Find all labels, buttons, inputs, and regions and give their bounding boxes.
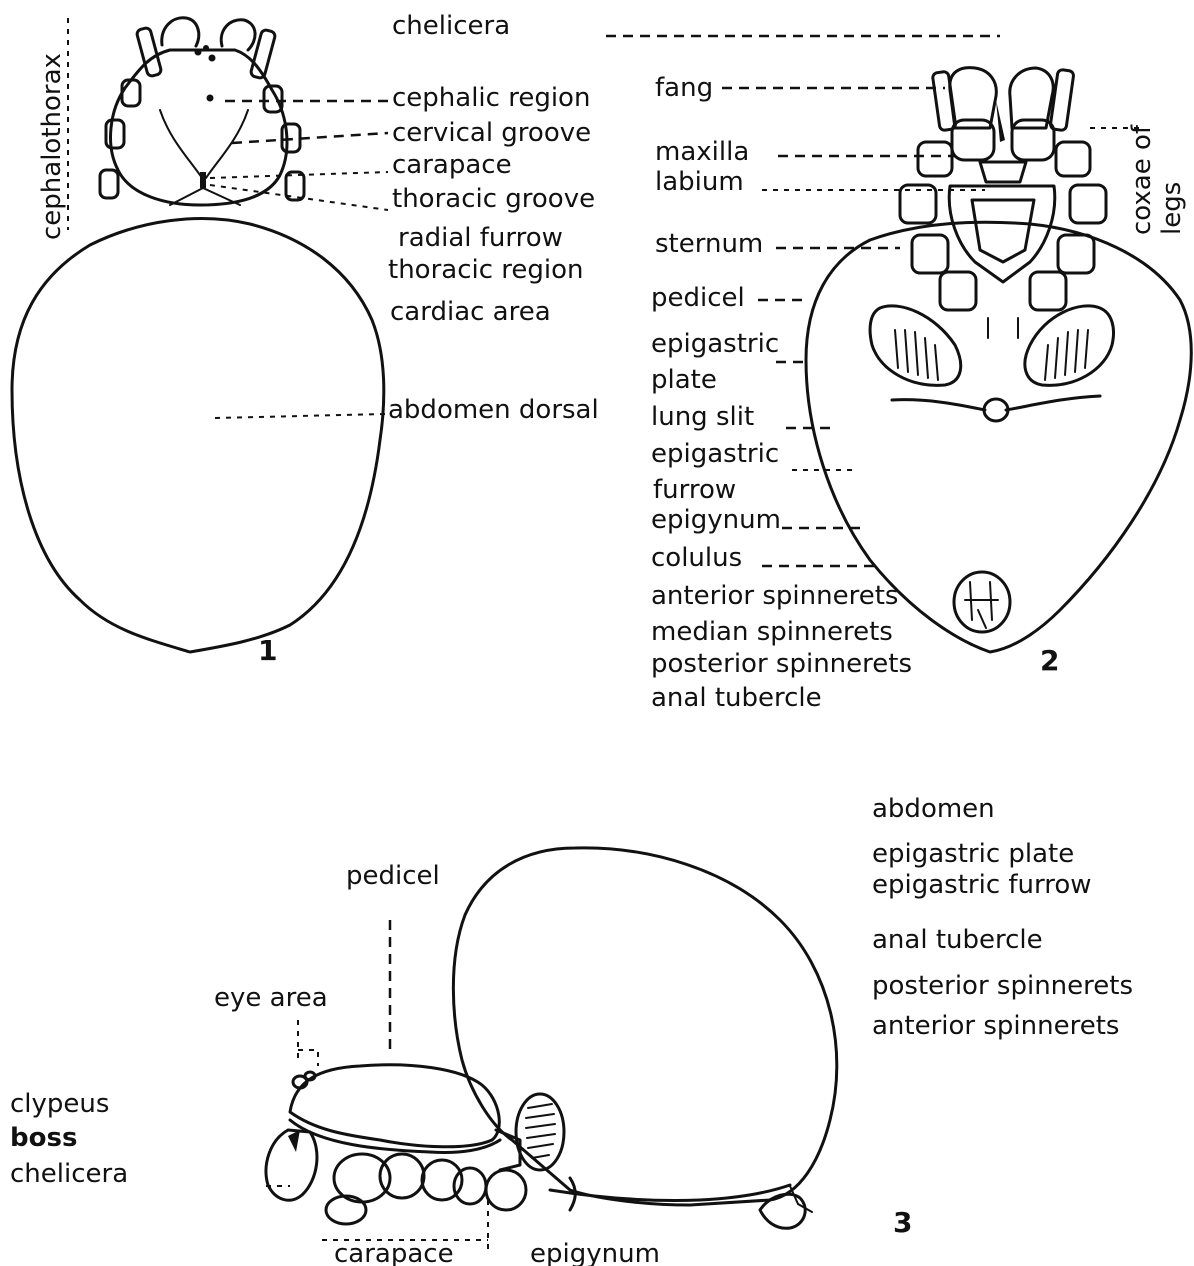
fig1-eye <box>209 55 216 62</box>
fig2-label-lung-slit: lung slit <box>651 402 754 432</box>
fig3-label-abdomen: abdomen <box>872 794 995 824</box>
fig1-leg-stub <box>100 170 118 198</box>
fig1-leg-stub <box>106 120 124 148</box>
fig1-eye <box>195 49 202 56</box>
fig2-vertical-label-legs: legs <box>1157 182 1187 235</box>
fig3-label-clypeus: clypeus <box>10 1089 109 1119</box>
fig2-fang-mark <box>996 100 1005 142</box>
fig2-coxa <box>1070 185 1106 223</box>
fig3-leader-eye-area <box>298 1020 318 1066</box>
fig2-vertical-label-coxae: coxae of <box>1127 124 1157 235</box>
fig3-label-pedicel: pedicel <box>346 861 440 891</box>
fig3-carapace-outline <box>290 1065 499 1147</box>
fig2-palp <box>1050 69 1074 131</box>
fig3-lung-slits <box>526 1104 555 1158</box>
fig2-label-posterior-spinnerets: posterior spinnerets <box>651 649 912 679</box>
fig1-label-thoracic-groove: thoracic groove <box>392 184 595 214</box>
fig2-epigynum <box>984 399 1008 421</box>
fig1-label-carapace: carapace <box>392 150 512 180</box>
fig3-number: 3 <box>893 1206 912 1239</box>
fig3-abdomen-underside <box>550 1185 790 1201</box>
fig1-leader-cervical <box>232 133 388 143</box>
fig2-label-labium: labium <box>655 167 744 197</box>
fig2-coxa <box>912 235 948 273</box>
fig2-coxa <box>940 272 976 310</box>
fig3-coxa <box>486 1170 526 1210</box>
fig1-dot <box>207 95 214 102</box>
fig2-sternum-inner <box>972 200 1034 262</box>
fig2-coxa <box>918 142 952 176</box>
fig1-thoracic-groove <box>200 172 206 188</box>
fig3-label-chelicera: chelicera <box>10 1159 128 1189</box>
fig1-eye <box>203 45 209 51</box>
fig3-label-anterior-spinnerets: anterior spinnerets <box>872 1011 1119 1041</box>
figure-3-lateral-view: abdomen epigastric plate epigastric furr… <box>10 794 1133 1266</box>
fig1-chelicera-left <box>162 18 199 46</box>
fig2-label-epigastric: epigastric <box>651 329 779 359</box>
fig2-label-sternum: sternum <box>655 229 763 259</box>
fig2-spinneret-detail <box>965 582 998 628</box>
fig3-label-posterior-spinnerets: posterior spinnerets <box>872 971 1133 1001</box>
fig2-label-anal-tubercle: anal tubercle <box>651 683 822 713</box>
fig3-label-epigynum: epigynum <box>530 1239 660 1266</box>
fig1-carapace-outline <box>111 50 287 205</box>
fig2-number: 2 <box>1040 644 1059 677</box>
fig1-leg-stub <box>122 80 140 106</box>
fig1-abdomen-outline <box>12 219 384 652</box>
fig2-coxa <box>1056 142 1090 176</box>
fig1-label-cardiac-area: cardiac area <box>390 297 551 327</box>
figure-1-dorsal-view: cephalothorax chelicera cephalic region … <box>12 11 599 667</box>
fig2-label-maxilla: maxilla <box>655 137 749 167</box>
fig2-maxilla <box>952 120 994 160</box>
fig3-boss <box>288 1130 300 1152</box>
fig3-label-carapace: carapace <box>334 1239 454 1266</box>
fig2-label-epigynum: epigynum <box>651 505 781 535</box>
fig1-label-radial-furrow: radial furrow <box>398 223 563 253</box>
fig1-label-cervical-groove: cervical groove <box>392 118 591 148</box>
figure-2-ventral-view: fang maxilla labium sternum pedicel epig… <box>651 68 1191 713</box>
fig1-chelicera-right <box>221 20 255 50</box>
fig2-palp <box>932 71 956 131</box>
fig2-coxa <box>1058 235 1094 273</box>
fig2-label-epigastric-2: epigastric <box>651 439 779 469</box>
fig2-lung-slits <box>895 330 1088 380</box>
fig2-label-pedicel: pedicel <box>651 283 745 313</box>
fig1-number: 1 <box>258 634 277 667</box>
fig2-spinnerets <box>954 572 1010 632</box>
fig2-label-colulus: colulus <box>651 543 742 573</box>
fig3-label-boss: boss <box>10 1123 77 1153</box>
fig2-label-median-spinnerets: median spinnerets <box>651 617 893 647</box>
fig2-lung-plate-right <box>1025 306 1114 385</box>
fig2-coxa <box>1030 272 1066 310</box>
fig3-coxa <box>380 1154 424 1198</box>
fig3-label-anal-tubercle: anal tubercle <box>872 925 1043 955</box>
fig2-label-anterior-spinnerets: anterior spinnerets <box>651 581 898 611</box>
fig3-carapace-base <box>290 1120 500 1153</box>
fig1-label-cephalic-region: cephalic region <box>392 83 590 113</box>
fig1-leader-thoracic-groove <box>210 185 388 210</box>
fig2-labium <box>980 162 1026 182</box>
fig2-label-plate: plate <box>651 365 717 395</box>
fig2-pedicel <box>988 318 1018 338</box>
fig1-label-abdomen-dorsal: abdomen dorsal <box>388 395 599 425</box>
fig3-label-epigastric-plate: epigastric plate <box>872 839 1074 869</box>
fig1-leader-abdomen <box>215 414 385 418</box>
fig3-coxa <box>326 1196 366 1224</box>
fig1-cervical-groove <box>160 110 202 178</box>
fig2-label-fang: fang <box>655 73 713 103</box>
fig1-vertical-label: cephalothorax <box>37 53 67 240</box>
fig3-abdomen-outline <box>453 848 836 1205</box>
fig1-label-chelicera: chelicera <box>392 11 510 41</box>
fig1-cervical-groove <box>206 110 248 178</box>
fig1-label-thoracic-region: thoracic region <box>388 255 584 285</box>
fig2-label-furrow: furrow <box>653 475 736 505</box>
fig3-label-eye-area: eye area <box>214 983 328 1013</box>
fig3-label-epigastric-furrow: epigastric furrow <box>872 870 1092 900</box>
fig3-eye <box>305 1072 315 1080</box>
fig3-coxa <box>454 1168 486 1204</box>
